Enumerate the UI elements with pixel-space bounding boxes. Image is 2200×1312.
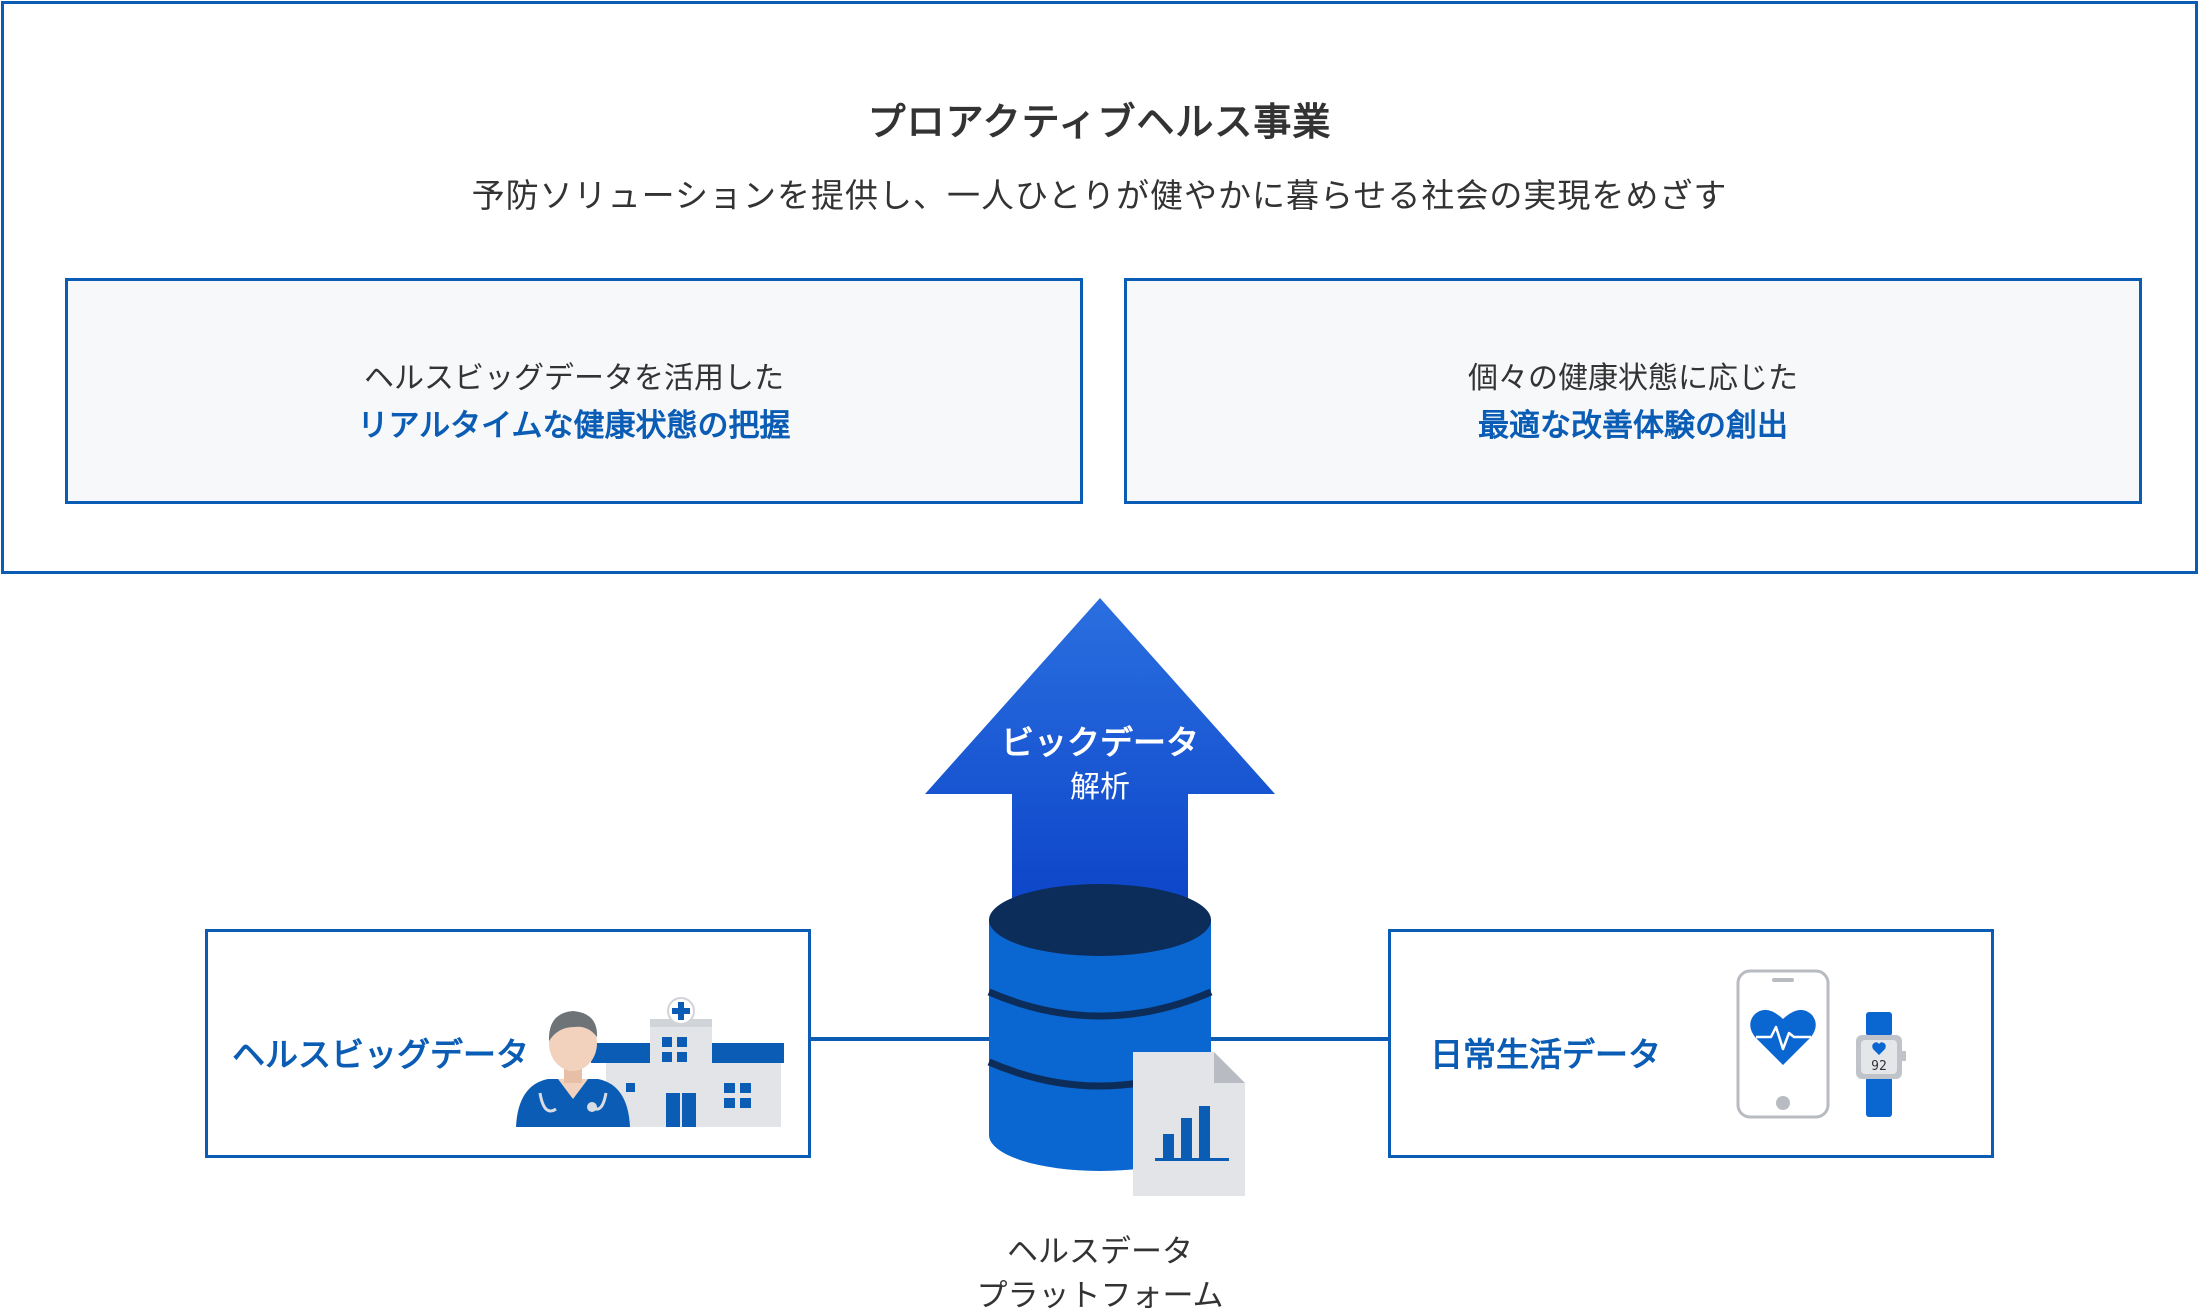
daily-life-data-box: 日常生活データ 92	[1388, 929, 1994, 1158]
watch-reading: 92	[1871, 1059, 1887, 1074]
feature-card-highlight: リアルタイムな健康状態の把握	[357, 408, 791, 444]
page-subtitle: 予防ソリューションを提供し、一人ひとりが健やかに暮らせる社会の実現をめざす	[471, 176, 1728, 215]
feature-card-line1: ヘルスビッグデータを活用した	[364, 361, 784, 396]
health-big-data-box: ヘルスビッグデータ	[205, 929, 811, 1158]
platform-label-sub: プラットフォーム	[976, 1278, 1224, 1312]
connector-line-left	[810, 1037, 990, 1041]
arrow-label: ビックデータ	[1001, 723, 1199, 762]
database-icon	[987, 884, 1245, 1196]
arrow-label-sub: 解析	[1070, 770, 1130, 805]
doctor-hospital-icon	[516, 997, 784, 1127]
platform-label: ヘルスデータ	[1007, 1234, 1193, 1270]
smartphone-watch-icon: 92	[1736, 969, 1906, 1119]
health-big-data-label: ヘルスビッグデータ	[232, 1035, 529, 1074]
connector-line-right	[1210, 1037, 1390, 1041]
up-arrow-icon	[925, 598, 1275, 916]
feature-card-highlight: 最適な改善体験の創出	[1478, 408, 1788, 444]
feature-card-realtime: ヘルスビッグデータを活用した リアルタイムな健康状態の把握	[65, 278, 1083, 504]
feature-card-optimal: 個々の健康状態に応じた 最適な改善体験の創出	[1124, 278, 2142, 504]
page-title: プロアクティブヘルス事業	[867, 100, 1332, 144]
document-chart-icon	[1133, 1052, 1245, 1196]
daily-life-data-label: 日常生活データ	[1430, 1035, 1661, 1074]
proactive-health-business-panel: プロアクティブヘルス事業 予防ソリューションを提供し、一人ひとりが健やかに暮らせ…	[1, 1, 2198, 574]
feature-card-line1: 個々の健康状態に応じた	[1468, 361, 1798, 396]
